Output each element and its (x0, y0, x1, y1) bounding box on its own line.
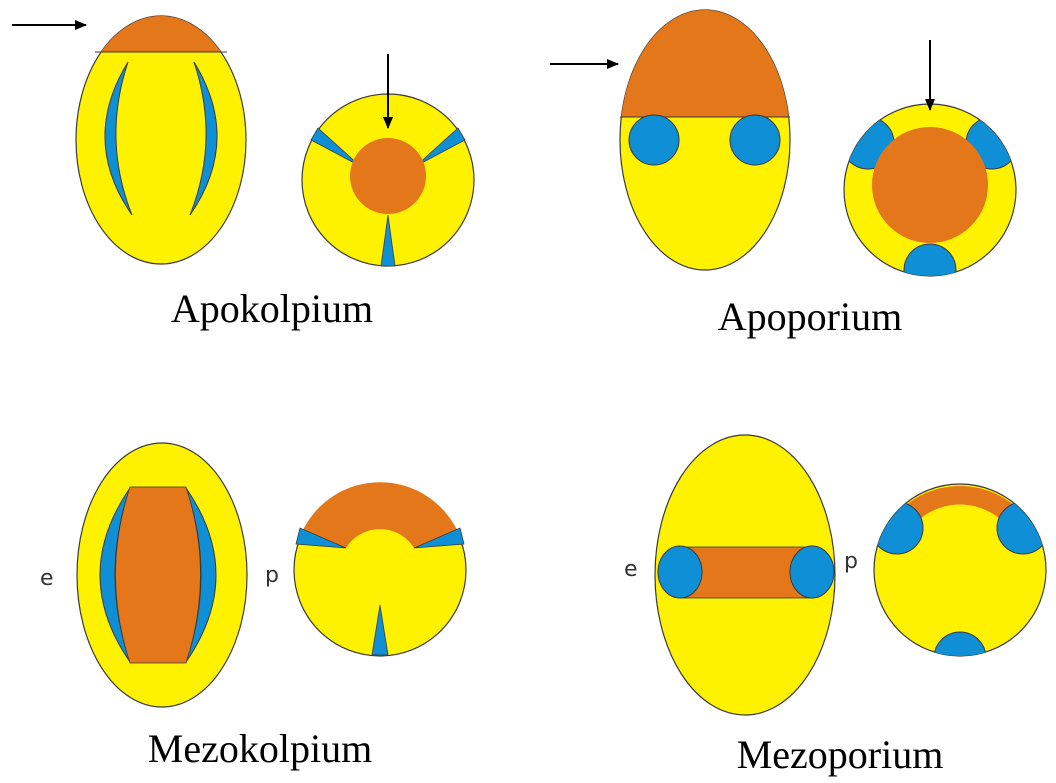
apokolpium-polar-area (350, 138, 426, 214)
apoporium-polar-area (872, 127, 988, 243)
mezokolpium-polar-view (294, 482, 466, 656)
mezoporium-pore-right (790, 546, 834, 598)
apoporium-panel: Apoporium (550, 5, 1018, 339)
mezokolpium-equatorial-label: e (40, 566, 54, 591)
apoporium-equatorial-view (550, 5, 800, 270)
mezoporium-pore-3 (934, 632, 986, 684)
apoporium-pore-3 (904, 244, 956, 296)
apokolpium-panel: Apokolpium (12, 10, 474, 331)
mezokolpium-mesocolpium (116, 487, 201, 663)
mezoporium-pore-left (658, 546, 702, 598)
mezokolpium-caption: Mezokolpium (148, 726, 372, 771)
mezoporium-polar-view (871, 484, 1049, 684)
apokolpium-polar-view (302, 54, 474, 266)
mezoporium-polar-label: p (844, 549, 858, 574)
mezoporium-equatorial-label: e (624, 557, 638, 582)
mezokolpium-panel: e p Mezokolpium (40, 443, 466, 771)
apoporium-polar-cap (610, 5, 800, 117)
mezoporium-panel: e p Mezoporium (624, 435, 1049, 777)
apokolpium-polar-cap (70, 10, 260, 52)
mezokolpium-equatorial-view (77, 443, 247, 707)
apokolpium-caption: Apokolpium (171, 286, 373, 331)
mezoporium-equatorial-view (655, 435, 835, 715)
mezokolpium-polar-label: p (265, 563, 279, 588)
mezoporium-pore-1 (871, 502, 923, 554)
apoporium-pore-left (629, 115, 679, 165)
apokolpium-equatorial-view (12, 10, 260, 264)
mezoporium-pore-2 (997, 502, 1049, 554)
apoporium-polar-view (842, 40, 1018, 296)
apoporium-caption: Apoporium (718, 294, 902, 339)
mezoporium-caption: Mezoporium (737, 732, 944, 777)
apoporium-pore-right (730, 115, 780, 165)
